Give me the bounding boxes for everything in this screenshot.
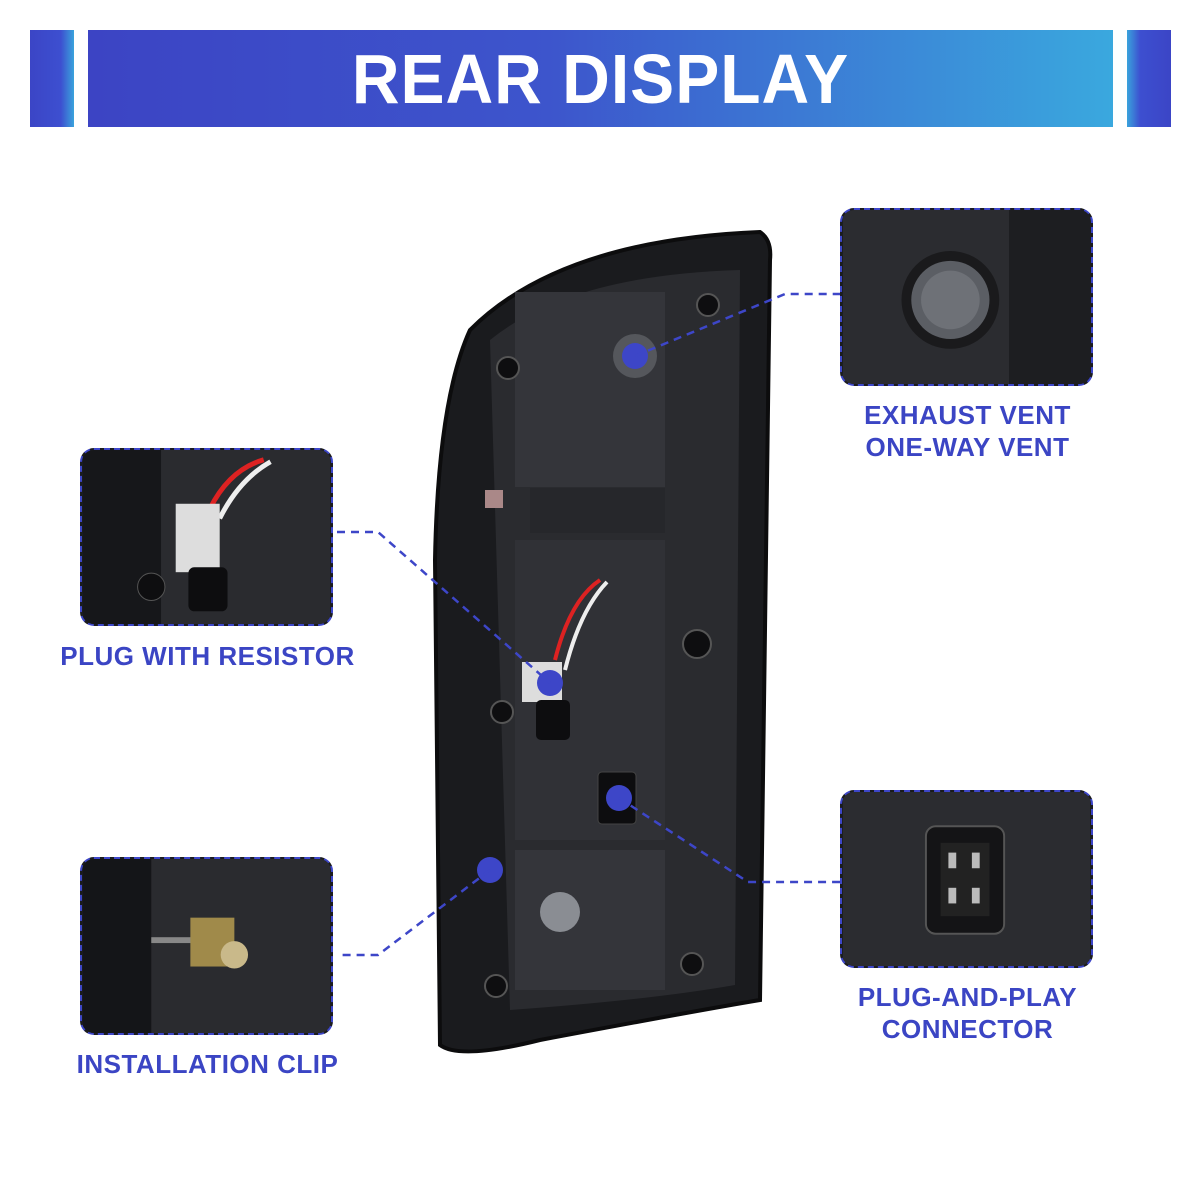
plug-and-play-label-line-1: PLUG-AND-PLAY [857, 982, 1078, 1012]
banner-left-accent [30, 30, 74, 127]
installation-clip-detail-image [80, 857, 333, 1035]
installation-clip-label: INSTALLATION CLIP [76, 1049, 339, 1079]
banner-right-accent [1127, 30, 1171, 127]
plug-and-play-label-line-2: CONNECTOR [881, 1014, 1054, 1044]
exhaust-vent-label: EXHAUST VENT ONE-WAY VENT [830, 399, 1105, 463]
plug-with-resistor-detail-image [80, 448, 333, 626]
page-title: REAR DISPLAY [351, 39, 850, 118]
plug-with-resistor-label: PLUG WITH RESISTOR [60, 641, 355, 671]
header-banner: REAR DISPLAY [88, 30, 1113, 127]
plug-and-play-detail-image [840, 790, 1093, 968]
exhaust-vent-label-line-1: EXHAUST VENT [864, 400, 1071, 430]
plug-and-play-label: PLUG-AND-PLAY CONNECTOR [830, 981, 1105, 1045]
exhaust-vent-detail-image [840, 208, 1093, 386]
exhaust-vent-label-line-2: ONE-WAY VENT [865, 432, 1070, 462]
